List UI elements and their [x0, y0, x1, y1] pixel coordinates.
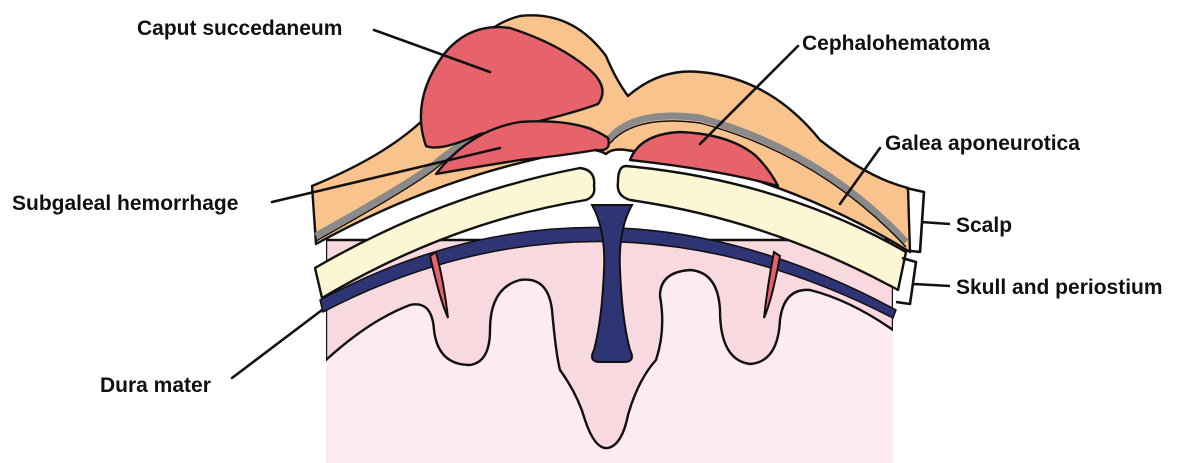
label-skull-periostium: Skull and periostium: [956, 276, 1163, 299]
dura-leader: [232, 310, 322, 378]
label-dura-mater: Dura mater: [100, 374, 211, 397]
label-cephalohematoma: Cephalohematoma: [802, 32, 990, 55]
label-scalp: Scalp: [956, 214, 1012, 237]
label-galea-aponeurotica: Galea aponeurotica: [885, 132, 1080, 155]
label-subgaleal-hemorrhage: Subgaleal hemorrhage: [12, 192, 238, 215]
label-caput-succedaneum: Caput succedaneum: [137, 17, 342, 40]
